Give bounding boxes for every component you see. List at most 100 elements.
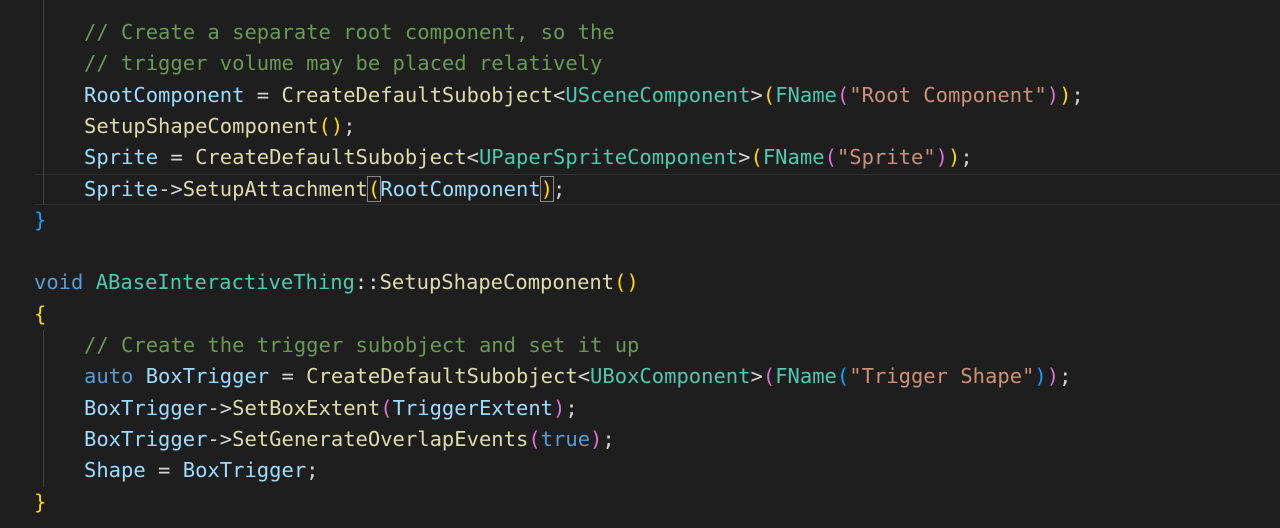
code-line-text: // Create a separate root component, so … — [84, 17, 615, 48]
code-token: = — [145, 458, 183, 483]
code-token: BoxTrigger — [145, 364, 270, 389]
code-token: UPaperSpriteComponent — [478, 145, 739, 170]
code-token: CreateDefaultSubobject — [281, 82, 554, 107]
code-line-text: Sprite->SetupAttachment(RootComponent); — [84, 174, 565, 205]
code-token: ) — [948, 145, 961, 170]
code-token: -> — [207, 426, 233, 451]
code-line-text: Shape = BoxTrigger; — [84, 455, 319, 486]
code-token: Sprite — [84, 145, 159, 170]
code-token: = — [269, 364, 307, 389]
code-token: Shape — [84, 458, 146, 483]
code-token: } — [34, 207, 47, 232]
code-token: USceneComponent — [565, 82, 751, 107]
code-line[interactable]: auto BoxTrigger = CreateDefaultSubobject… — [0, 361, 1280, 392]
code-token: ( — [366, 175, 382, 202]
code-token — [83, 270, 95, 294]
code-token: BoxTrigger — [84, 426, 208, 451]
code-token: "Root Component" — [849, 82, 1047, 107]
code-token: ) — [1059, 82, 1072, 107]
code-token: ) — [330, 113, 344, 138]
code-line[interactable]: BoxTrigger->SetGenerateOverlapEvents(tru… — [0, 424, 1280, 455]
code-line-text: SetupShapeComponent(); — [84, 111, 356, 142]
code-line-text: BoxTrigger->SetGenerateOverlapEvents(tru… — [84, 424, 615, 455]
code-token: < — [466, 145, 479, 170]
code-line[interactable]: SetupShapeComponent(); — [0, 111, 1280, 142]
code-token: = — [244, 82, 282, 107]
code-token: ( — [750, 145, 763, 170]
code-token: ; — [343, 113, 356, 138]
code-token: Sprite — [84, 176, 159, 201]
code-token: ) — [539, 175, 555, 202]
code-token: ( — [380, 395, 393, 420]
code-token: "Sprite" — [836, 145, 936, 170]
code-line[interactable]: // Create a separate root component, so … — [0, 17, 1280, 48]
code-token: ) — [1046, 82, 1060, 107]
code-token: SetGenerateOverlapEvents — [232, 426, 529, 451]
code-line-text: BoxTrigger->SetBoxExtent(TriggerExtent); — [84, 393, 578, 424]
code-token: FName — [775, 364, 837, 389]
code-line[interactable]: } — [0, 205, 1280, 236]
code-token: ; — [1071, 82, 1084, 107]
code-token: // Create the trigger subobject and set … — [84, 333, 640, 357]
indent-guide — [43, 0, 44, 205]
code-token: } — [34, 489, 47, 514]
code-token: FName — [762, 145, 825, 170]
code-line[interactable]: void ABaseInteractiveThing::SetupShapeCo… — [0, 267, 1280, 298]
code-token: RootComponent — [84, 82, 245, 107]
code-line[interactable]: { — [0, 299, 1280, 330]
code-token: > — [750, 364, 763, 389]
code-token: { — [34, 301, 47, 326]
code-line-text: } — [34, 487, 46, 518]
code-token: UBoxComponent — [590, 364, 751, 389]
code-line[interactable] — [0, 236, 1280, 267]
code-token: ( — [318, 113, 331, 138]
code-token: true — [540, 426, 591, 451]
code-line[interactable]: // trigger volume may be placed relative… — [0, 48, 1280, 79]
code-token: ( — [762, 82, 776, 107]
code-token: ) — [626, 270, 639, 295]
code-line[interactable]: } — [0, 487, 1280, 518]
code-token: SetupShapeComponent — [379, 270, 615, 295]
code-token: ( — [614, 270, 627, 295]
code-line-text: } — [34, 205, 46, 236]
code-token: ) — [935, 145, 948, 170]
code-token: > — [738, 145, 751, 170]
code-line[interactable]: // Create the trigger subobject and set … — [0, 330, 1280, 361]
code-token: // Create a separate root component, so … — [84, 20, 615, 44]
code-line[interactable]: RootComponent = CreateDefaultSubobject<U… — [0, 80, 1280, 111]
code-token: ( — [528, 426, 541, 451]
code-token: ( — [836, 82, 850, 107]
code-line[interactable]: Sprite = CreateDefaultSubobject<UPaperSp… — [0, 142, 1280, 173]
code-token: RootComponent — [380, 176, 541, 201]
code-token: auto — [84, 364, 134, 389]
code-line[interactable]: Shape = BoxTrigger; — [0, 455, 1280, 486]
code-token: BoxTrigger — [84, 395, 208, 420]
code-token: SetupAttachment — [182, 176, 368, 201]
code-token: TriggerExtent — [392, 395, 554, 420]
code-token: ; — [553, 176, 566, 201]
code-token: > — [750, 82, 763, 107]
code-token: < — [553, 82, 566, 107]
code-token: BoxTrigger — [182, 458, 307, 483]
code-token: FName — [775, 82, 837, 107]
current-line-highlight — [34, 173, 1280, 205]
code-token: ( — [824, 145, 837, 170]
code-token: ABaseInteractiveThing — [95, 270, 355, 295]
code-token: ; — [306, 458, 319, 483]
code-token: ) — [590, 426, 603, 451]
code-token: = — [158, 145, 196, 170]
code-token: -> — [207, 395, 233, 420]
code-token: ( — [836, 364, 850, 389]
code-line[interactable]: Sprite->SetupAttachment(RootComponent); — [0, 174, 1280, 205]
code-line[interactable]: BoxTrigger->SetBoxExtent(TriggerExtent); — [0, 393, 1280, 424]
indent-guide — [43, 330, 44, 487]
code-token: :: — [354, 270, 380, 295]
code-token: < — [577, 364, 591, 389]
code-line-text: // Create the trigger subobject and set … — [84, 330, 639, 361]
code-token: ; — [602, 426, 615, 451]
code-token: SetupShapeComponent — [84, 113, 319, 138]
code-token: ; — [565, 395, 578, 420]
code-line-text: RootComponent = CreateDefaultSubobject<U… — [84, 80, 1084, 111]
code-line-text: { — [34, 299, 46, 330]
